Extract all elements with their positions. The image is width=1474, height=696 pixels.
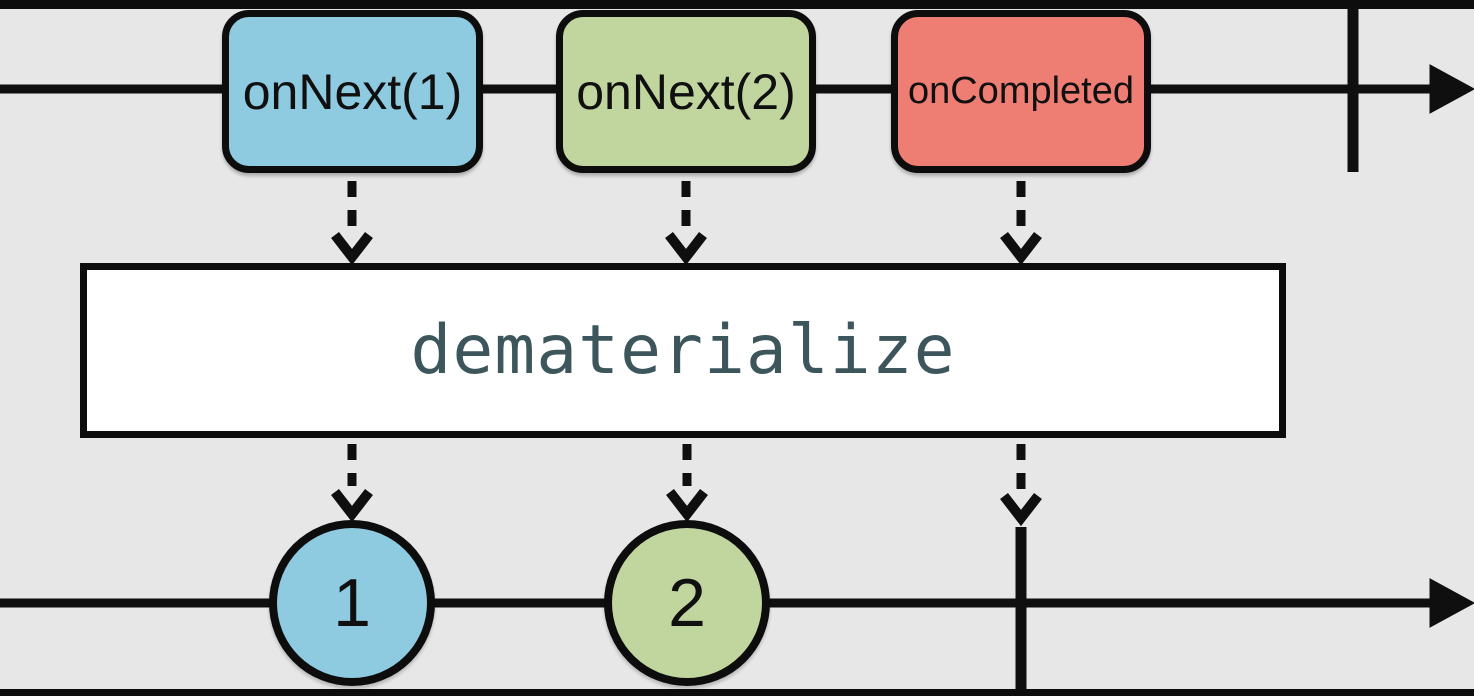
output-timeline-arrowhead-icon [1429, 578, 1474, 628]
event-label: onCompleted [907, 70, 1135, 112]
event-box-onnext-1: onNext(1) [222, 10, 483, 173]
marble-label: 1 [333, 565, 371, 641]
marble-label: 2 [668, 565, 706, 641]
dashed-arrows-into-operator [331, 181, 1042, 266]
marble-2: 2 [604, 520, 770, 686]
top-frame-bar [0, 0, 1474, 9]
operator-label: dematerialize [410, 311, 956, 390]
dashed-arrows-out-of-operator [331, 444, 1042, 527]
event-box-oncompleted: onCompleted [891, 10, 1151, 173]
operator-box: dematerialize [80, 263, 1286, 438]
event-label: onNext(2) [576, 63, 796, 120]
event-label: onNext(1) [242, 63, 463, 120]
bottom-frame-bar [0, 689, 1474, 696]
event-box-onnext-2: onNext(2) [556, 10, 816, 173]
source-timeline-arrowhead-icon [1429, 64, 1474, 114]
marble-1: 1 [269, 520, 435, 686]
